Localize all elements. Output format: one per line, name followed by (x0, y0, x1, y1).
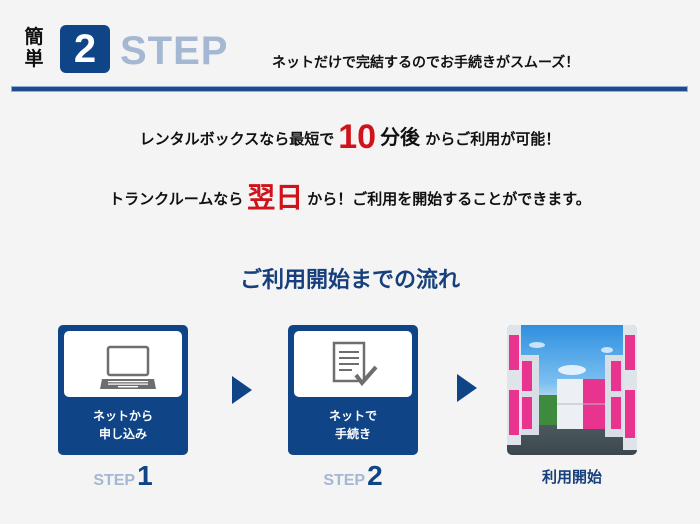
storage-containers-photo (507, 325, 637, 455)
intro-text: トランクルームなら (109, 190, 244, 208)
label-line: ネットで (328, 409, 377, 423)
containers-illustration (507, 325, 637, 450)
step-number: 2 (367, 460, 383, 491)
step-count-badge: 2 (60, 25, 110, 73)
step-number-label-1: STEP1 (58, 460, 188, 492)
label-line: ネットから (92, 409, 153, 423)
step-number: 1 (137, 460, 153, 491)
icon-panel (294, 331, 412, 397)
icon-panel (64, 331, 182, 397)
tagline: ネットだけで完結するのでお手続きがスムーズ！ (272, 55, 580, 71)
highlight-minutes: 10 (338, 118, 377, 156)
laptop-icon (100, 345, 156, 389)
kantan-char-1: 簡 (24, 26, 44, 48)
step-card-label: ネットで 手続き (288, 407, 418, 443)
intro-line-trunk-room: トランクルームなら翌日から！ご利用を開始することができます。 (0, 176, 700, 216)
header-divider (12, 87, 687, 91)
step-card-2: ネットで 手続き (288, 325, 418, 455)
label-line: 申し込み (98, 427, 147, 441)
kantan-char-2: 単 (24, 48, 44, 70)
intro-text: レンタルボックスなら最短で (139, 130, 335, 148)
step-card-1: ネットから 申し込み (58, 325, 188, 455)
step-heading: STEP (120, 29, 229, 73)
intro-text: から！ご利用を開始することができます。 (307, 190, 591, 208)
document-check-icon (332, 341, 378, 387)
step-prefix: STEP (93, 472, 136, 489)
flow-title: ご利用開始までの流れ (239, 268, 460, 293)
step-number-label-2: STEP2 (288, 460, 418, 492)
label-line: 手続き (334, 427, 371, 441)
kantan-label: 簡 単 (22, 26, 46, 70)
highlight-unit: 分後 (380, 125, 421, 149)
step-prefix: STEP (323, 472, 366, 489)
final-step-label: 利用開始 (541, 468, 602, 486)
step-card-label: ネットから 申し込み (58, 407, 188, 443)
arrow-right-icon (457, 374, 477, 402)
arrow-right-icon (232, 376, 252, 404)
intro-text: からご利用が可能！ (425, 130, 561, 148)
highlight-next-day: 翌日 (247, 181, 304, 214)
